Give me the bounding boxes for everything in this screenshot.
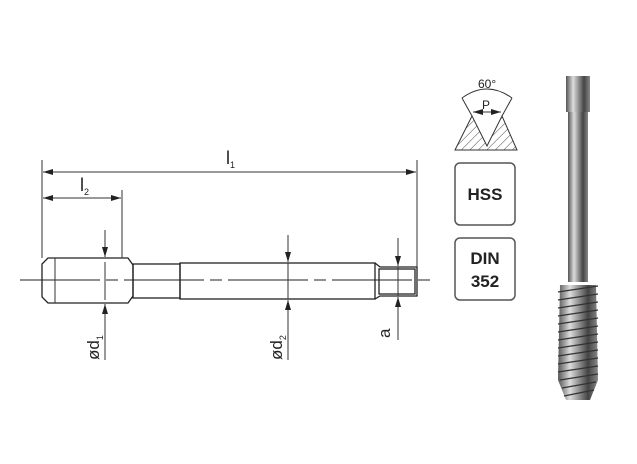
material-badge: HSS <box>454 162 516 226</box>
label-a: a <box>375 328 394 338</box>
tap-photo <box>557 76 599 400</box>
thread-pitch: P <box>482 98 490 112</box>
thread-angle: 60° <box>478 77 496 91</box>
standard-badge: DIN 352 <box>454 237 516 301</box>
label-d2: ød2 <box>267 335 288 360</box>
label-d1: ød1 <box>84 335 105 360</box>
svg-text:352: 352 <box>471 272 499 291</box>
label-l1: l1 <box>226 148 235 170</box>
thread-profile-icon: 60° P <box>454 77 518 151</box>
label-l2: l2 <box>80 175 89 197</box>
svg-text:HSS: HSS <box>468 185 503 204</box>
tap-outline <box>41 257 418 304</box>
svg-text:DIN: DIN <box>470 249 499 268</box>
